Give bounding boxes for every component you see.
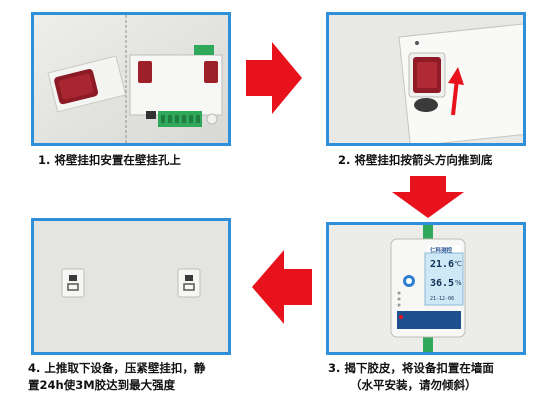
wall-plate-right — [177, 268, 201, 298]
step3-line2: （水平安装，请勿倾斜） — [350, 378, 477, 392]
step1-text: 1. 将壁挂扣安置在壁挂孔上 — [38, 153, 181, 167]
step4-line2: 置24h使3M胶达到最大强度 — [28, 378, 176, 392]
device-back-box — [129, 45, 223, 127]
arrow-left-icon — [252, 250, 312, 324]
step1-caption: 1. 将壁挂扣安置在壁挂孔上 — [38, 152, 181, 169]
step4-line1: 4. 上推取下设备，压紧壁挂扣，静 — [28, 361, 206, 375]
step1-illustration — [34, 15, 228, 143]
step4-illustration — [34, 221, 228, 352]
device-brand: 仁科测控 — [430, 248, 453, 254]
wall-plate-pushed — [408, 52, 446, 112]
arrow-down-icon — [392, 176, 464, 218]
step4-caption: 4. 上推取下设备，压紧壁挂扣，静 置24h使3M胶达到最大强度 — [28, 360, 205, 394]
step2-caption: 2. 将壁挂扣按箭头方向推到底 — [338, 152, 492, 169]
step4-photo — [31, 218, 231, 355]
step2-text: 2. 将壁挂扣按箭头方向推到底 — [338, 153, 493, 167]
device-date: 21-12-06 — [430, 296, 455, 302]
step3-caption: 3. 揭下胶皮，将设备扣置在墙面 （水平安装，请勿倾斜） — [328, 360, 494, 394]
wall-plate-left — [61, 268, 85, 298]
temperature-unit: ℃ — [454, 260, 462, 268]
humidity-readout: 36.5 — [430, 278, 455, 289]
step3-line1: 3. 揭下胶皮，将设备扣置在墙面 — [328, 361, 494, 375]
temperature-readout: 21.6 — [430, 259, 455, 270]
arrow-up-icon — [448, 67, 464, 116]
device-front — [390, 238, 466, 338]
wall-plate-tilted — [47, 55, 127, 113]
step3-photo: 仁科测控 21.6 ℃ 36.5 % 21-12-06 — [326, 222, 526, 355]
humidity-unit: % — [455, 279, 462, 287]
step1-photo — [31, 12, 231, 146]
step2-illustration — [329, 15, 523, 143]
step2-photo — [326, 12, 526, 146]
step3-illustration — [329, 225, 523, 352]
arrow-right-icon — [246, 42, 302, 114]
